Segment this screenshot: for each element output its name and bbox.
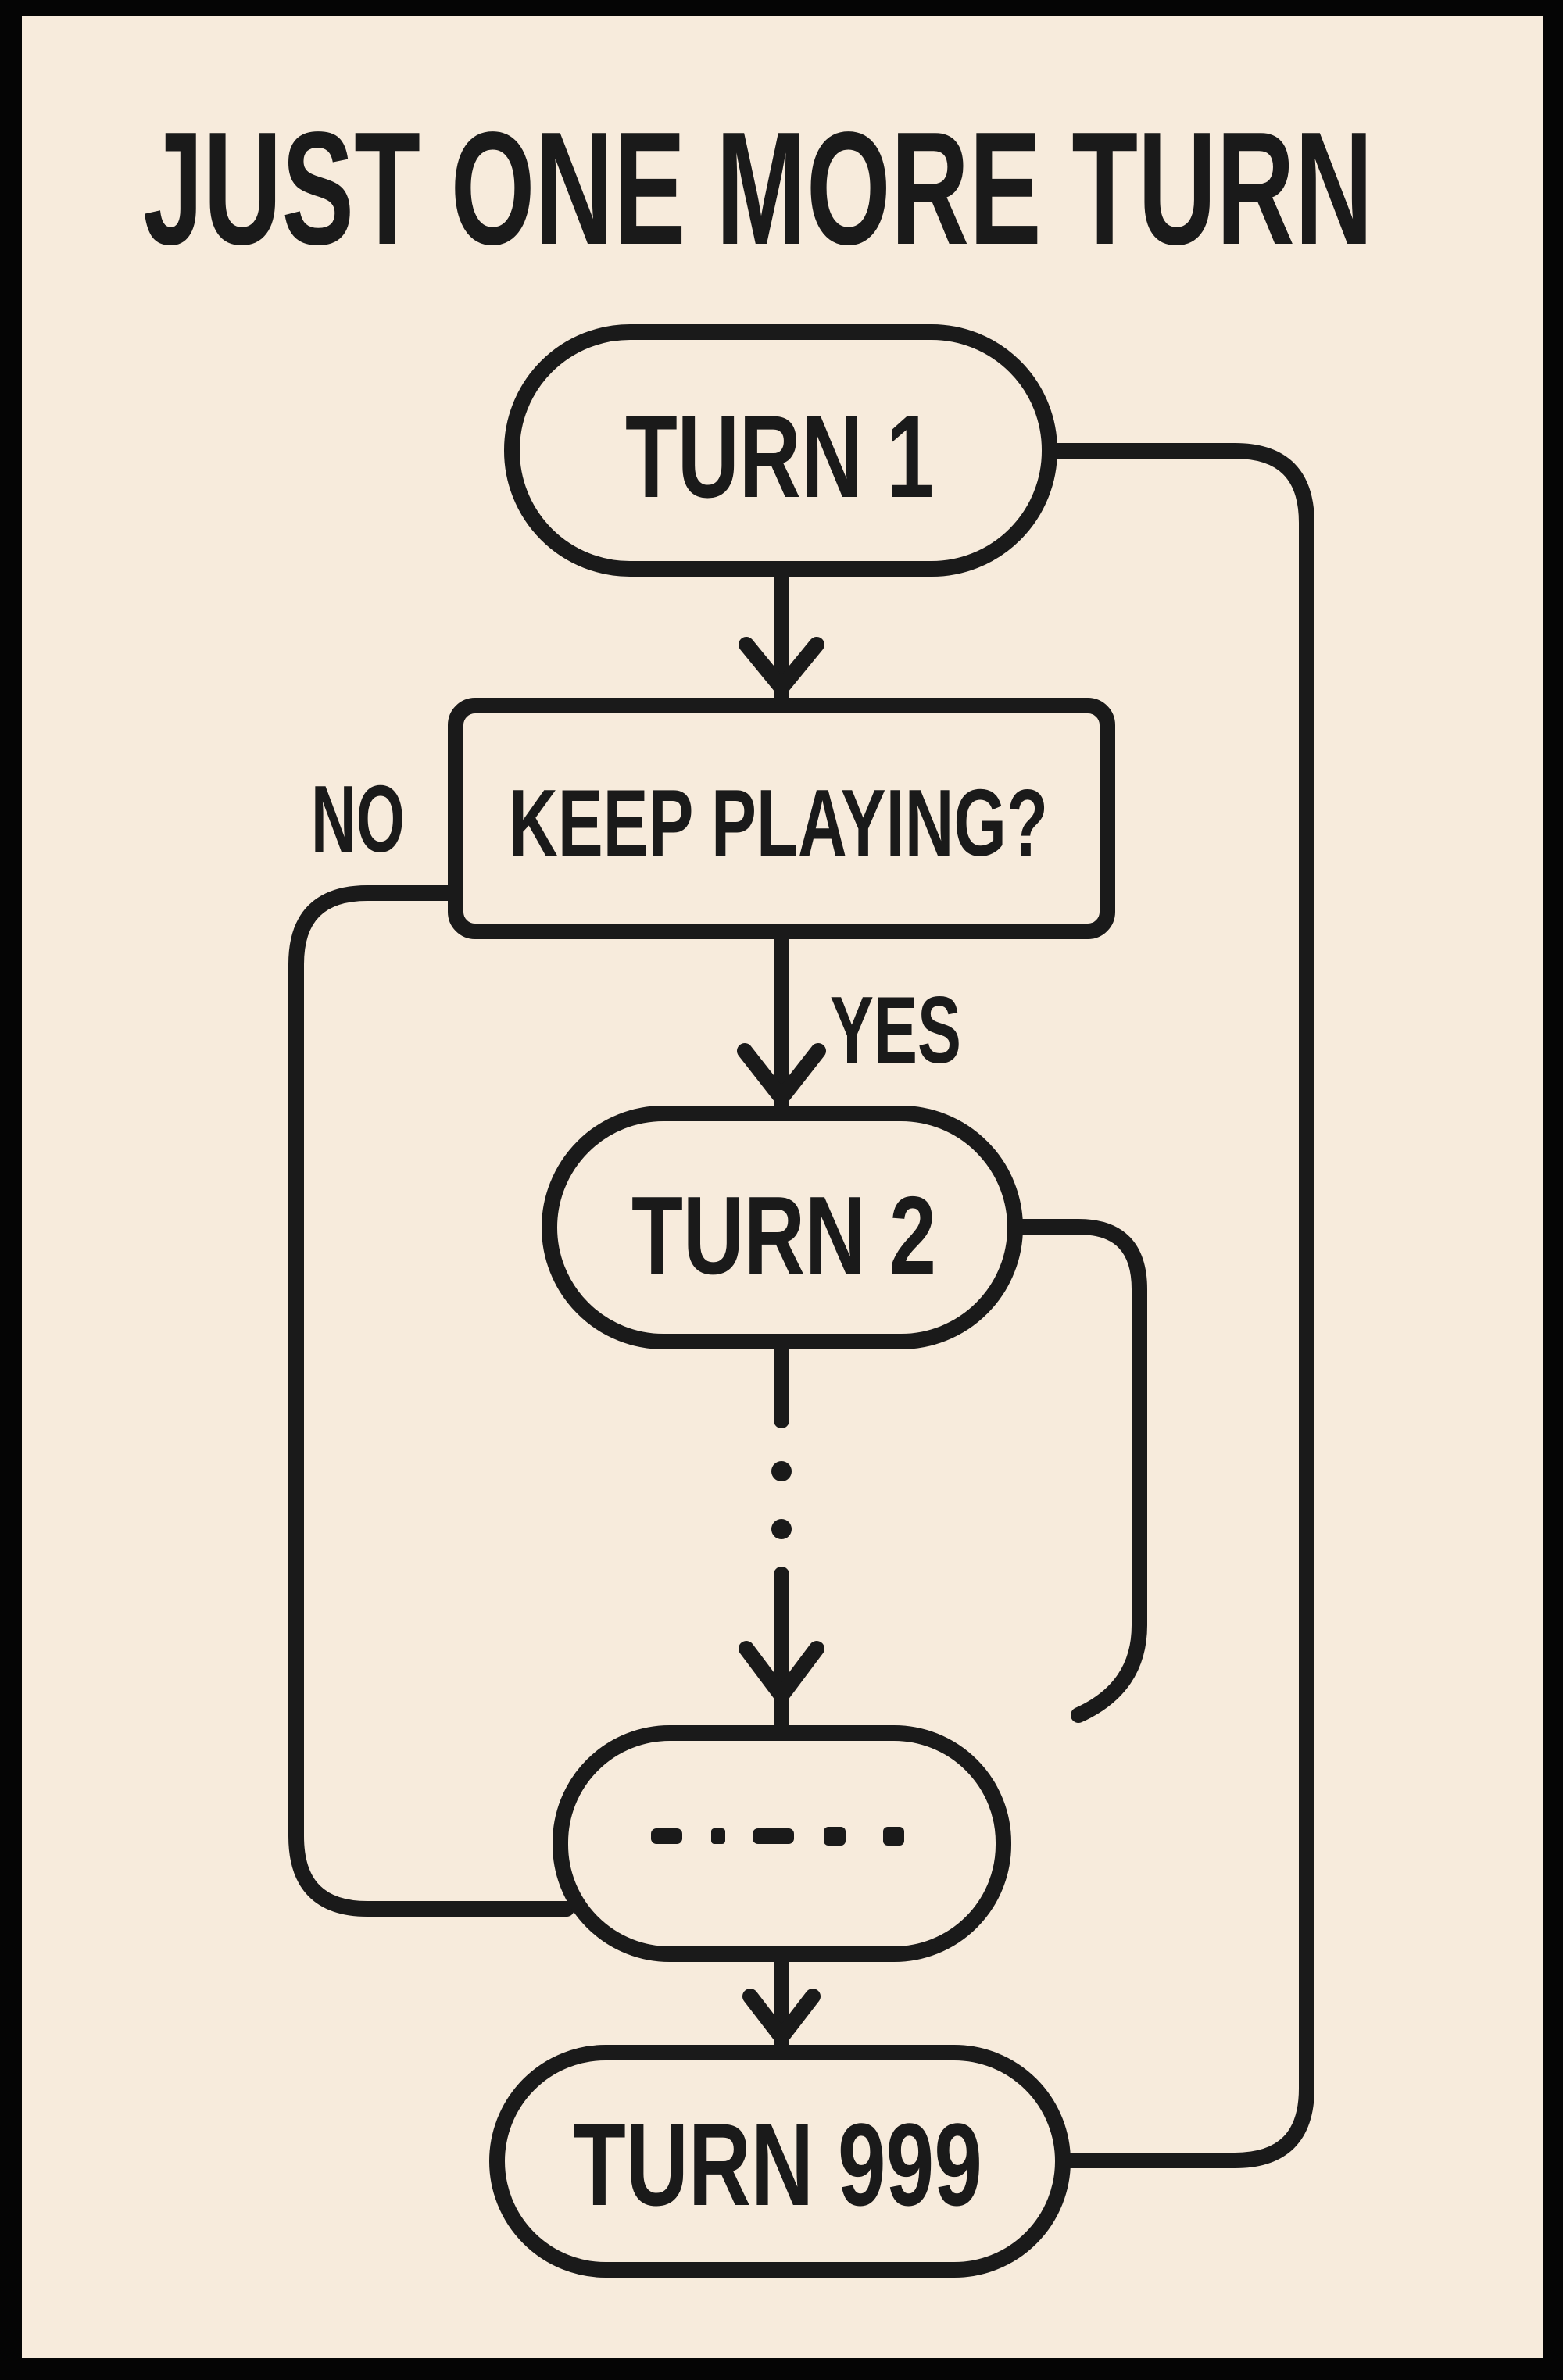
node-turn-2-label: TURN 2 bbox=[631, 1174, 936, 1298]
outer-loop-connector bbox=[1042, 443, 1314, 2168]
arrow-ellipsis-to-turn999 bbox=[742, 1954, 821, 2050]
node-keep-playing-label: KEEP PLAYING? bbox=[509, 770, 1048, 876]
node-turn-999-label: TURN 999 bbox=[573, 2099, 982, 2230]
edge-label-yes: YES bbox=[830, 977, 961, 1083]
node-turn-999: TURN 999 bbox=[489, 2045, 1071, 2278]
node-keep-playing: KEEP PLAYING? bbox=[448, 698, 1115, 939]
node-ellipsis bbox=[553, 1725, 1011, 1962]
arrow-turn1-to-decision bbox=[739, 569, 824, 703]
poster-title: JUST ONE MORE TURN bbox=[143, 98, 1373, 278]
turn2-loop-connector bbox=[1007, 1219, 1147, 1723]
node-turn-1-label: TURN 1 bbox=[625, 391, 934, 522]
node-turn-1: TURN 1 bbox=[504, 324, 1057, 577]
dotted-arrow-turn2-to-ellipsis bbox=[739, 1342, 824, 1731]
node-turn-2: TURN 2 bbox=[542, 1106, 1023, 1349]
no-loop-connector bbox=[288, 885, 574, 1917]
arrow-decision-to-turn2 bbox=[737, 931, 826, 1111]
ellipsis-dashes-icon bbox=[651, 1827, 904, 1846]
edge-label-no: NO bbox=[311, 766, 405, 872]
